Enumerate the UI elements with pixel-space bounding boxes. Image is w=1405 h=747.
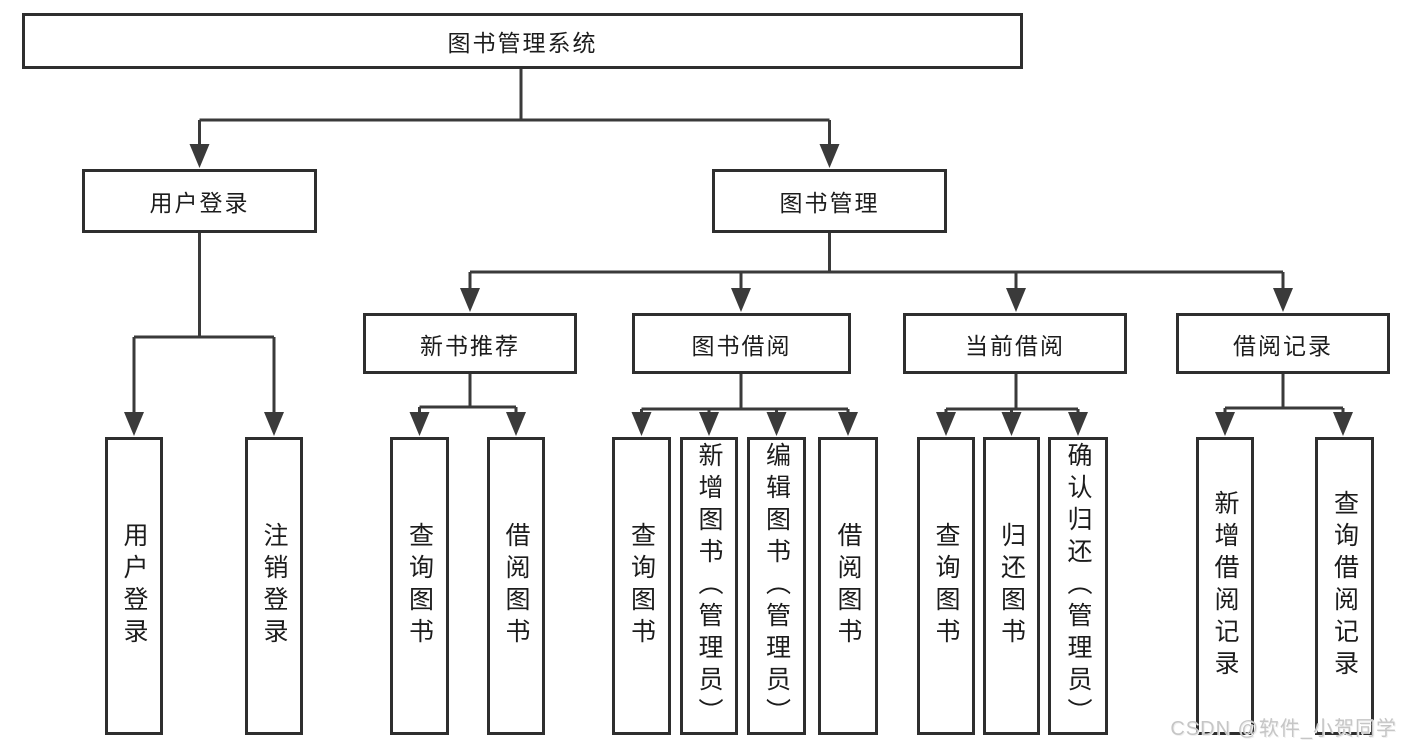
- arrowhead: [506, 412, 526, 436]
- node-root: 图书管理系统: [22, 13, 1023, 69]
- node-book-borrow: 图书借阅: [632, 313, 851, 374]
- arrowhead: [819, 144, 840, 168]
- node-label: 注销登录: [260, 522, 288, 650]
- leaf-query-books-recommend: 查询图书: [390, 437, 449, 735]
- leaf-return-books: 归还图书: [983, 437, 1040, 735]
- node-label: 图书管理: [779, 190, 880, 216]
- node-label: 查询图书: [627, 522, 656, 650]
- node-label: 用户登录: [120, 522, 148, 650]
- leaf-query-books-current: 查询图书: [917, 437, 975, 735]
- leaf-edit-books-admin: 编辑图书（管理员）: [747, 437, 806, 735]
- arrowhead: [766, 412, 787, 436]
- node-label: 图书管理系统: [447, 30, 598, 56]
- arrowhead: [936, 412, 956, 436]
- leaf-add-borrow-record: 新增借阅记录: [1196, 437, 1254, 735]
- arrowhead: [264, 412, 284, 436]
- leaf-confirm-return-admin: 确认归还（管理员）: [1048, 437, 1108, 735]
- arrowhead: [631, 412, 652, 436]
- node-label: 查询图书: [405, 522, 434, 650]
- leaf-user-login: 用户登录: [105, 437, 163, 735]
- arrowhead: [1215, 412, 1235, 436]
- arrowhead: [1068, 412, 1088, 436]
- node-label: 当前借阅: [965, 332, 1065, 359]
- node-label: 归还图书: [997, 522, 1026, 650]
- arrowhead: [699, 412, 719, 436]
- node-user-login: 用户登录: [82, 169, 317, 233]
- arrowhead: [838, 412, 858, 436]
- node-label: 新增借阅记录: [1211, 490, 1239, 682]
- leaf-borrow-books-recommend: 借阅图书: [487, 437, 545, 735]
- arrowheads: [124, 144, 1353, 436]
- arrowhead: [124, 412, 144, 436]
- arrowhead: [1001, 412, 1022, 436]
- arrowhead: [460, 288, 480, 312]
- arrowhead: [731, 288, 751, 312]
- arrowhead: [189, 144, 210, 168]
- node-label: 图书借阅: [691, 332, 792, 359]
- csdn-watermark: CSDN @软件_小贺同学: [1170, 718, 1397, 740]
- arrowhead: [1006, 288, 1026, 312]
- leaf-query-borrow-record: 查询借阅记录: [1315, 437, 1374, 735]
- node-label: 新增图书（管理员）: [695, 442, 723, 730]
- leaf-borrow-books: 借阅图书: [818, 437, 878, 735]
- leaf-add-books-admin: 新增图书（管理员）: [680, 437, 738, 735]
- arrowhead: [1273, 288, 1293, 312]
- leaf-logout: 注销登录: [245, 437, 303, 735]
- arrowhead: [409, 412, 430, 436]
- node-label: 查询借阅记录: [1330, 490, 1359, 682]
- node-borrow-records: 借阅记录: [1176, 313, 1390, 374]
- node-current-borrow: 当前借阅: [903, 313, 1127, 374]
- node-label: 借阅图书: [502, 522, 530, 650]
- node-label: 编辑图书（管理员）: [762, 442, 791, 730]
- arrowhead: [1333, 412, 1353, 436]
- node-book-management: 图书管理: [712, 169, 947, 233]
- node-label: 新书推荐: [420, 332, 520, 359]
- node-label: 查询图书: [932, 522, 960, 650]
- node-label: 确认归还（管理员）: [1064, 442, 1092, 730]
- node-label: 借阅图书: [834, 522, 862, 650]
- node-label: 用户登录: [149, 190, 250, 216]
- node-label: 借阅记录: [1233, 332, 1333, 359]
- leaf-query-books-borrow: 查询图书: [612, 437, 671, 735]
- node-new-book-recommend: 新书推荐: [363, 313, 577, 374]
